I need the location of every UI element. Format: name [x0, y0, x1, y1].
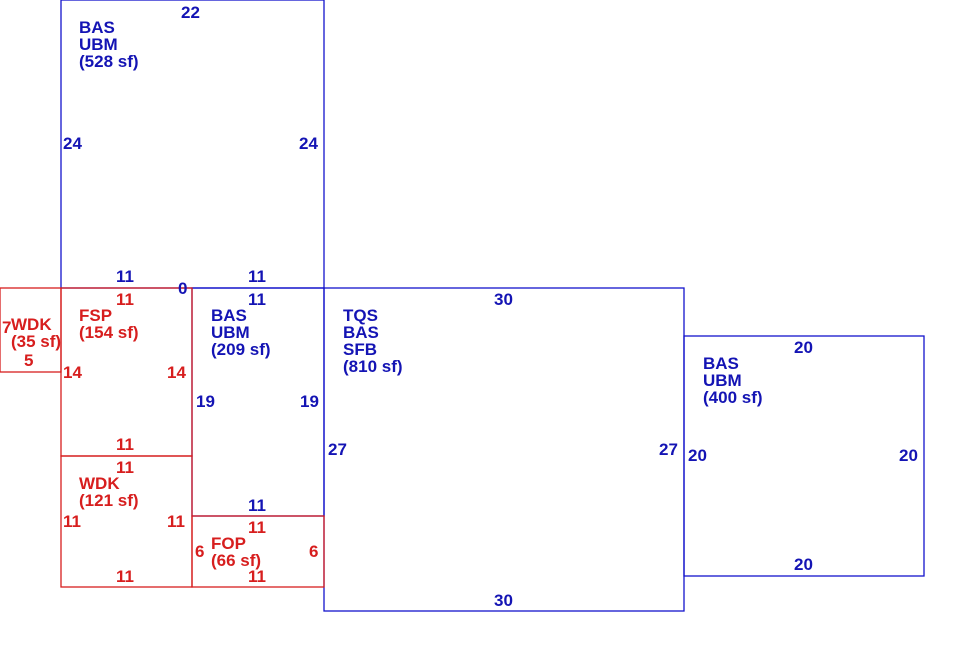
wdk-large-dim-bottom: 11 — [116, 567, 134, 586]
mid-bas-dim-bottom: 11 — [248, 496, 266, 515]
upper-bas-area: (528 sf) — [79, 52, 139, 71]
wdk-large-code: WDK — [79, 474, 120, 493]
wdk-small-dim-side: 7 — [2, 318, 11, 337]
right-bas-dim-top: 20 — [794, 338, 813, 357]
upper-bas-code-2: UBM — [79, 35, 118, 54]
mid-bas-area: (209 sf) — [211, 340, 271, 359]
wdk-large-dim-top: 11 — [116, 458, 134, 477]
fop-outline — [191, 515, 325, 588]
fsp-dim-right: 14 — [167, 363, 186, 382]
fop-dim-bottom: 11 — [248, 567, 266, 586]
fsp-area: (154 sf) — [79, 323, 139, 342]
tqs-code-3: SFB — [343, 340, 377, 359]
zero-dim: 0 — [178, 279, 187, 298]
fsp-code: FSP — [79, 306, 112, 325]
mid-bas-dim-right: 19 — [300, 392, 319, 411]
right-bas-dim-bottom: 20 — [794, 555, 813, 574]
mid-bas-code-2: UBM — [211, 323, 250, 342]
tqs-code-1: TQS — [343, 306, 378, 325]
upper-bas-dim-left: 24 — [63, 134, 82, 153]
upper-bas-dim-bottom-left: 11 — [116, 267, 134, 286]
wdk-small-dim-bottom: 5 — [24, 351, 33, 370]
tqs-dim-top: 30 — [494, 290, 513, 309]
upper-bas-dim-top: 22 — [181, 3, 200, 22]
upper-bas-dim-right: 24 — [299, 134, 318, 153]
right-bas-outline — [683, 335, 925, 577]
right-bas-code-1: BAS — [703, 354, 739, 373]
fop-area: (66 sf) — [211, 551, 261, 570]
wdk-small-area: (35 sf) — [11, 332, 61, 351]
upper-bas-dim-bottom-right: 11 — [248, 267, 266, 286]
upper-bas-code-1: BAS — [79, 18, 115, 37]
wdk-large-area: (121 sf) — [79, 491, 139, 510]
mid-bas-code-1: BAS — [211, 306, 247, 325]
fop-dim-right: 6 — [309, 542, 318, 561]
right-bas-dim-left: 20 — [688, 446, 707, 465]
fsp-dim-bottom: 11 — [116, 435, 134, 454]
fsp-dim-left: 14 — [63, 363, 82, 382]
tqs-dim-left: 27 — [328, 440, 347, 459]
fop-code: FOP — [211, 534, 246, 553]
tqs-area: (810 sf) — [343, 357, 403, 376]
wdk-large-dim-right: 11 — [167, 512, 185, 531]
mid-bas-dim-top: 11 — [248, 290, 266, 309]
right-bas-code-2: UBM — [703, 371, 742, 390]
wdk-small-code: WDK — [11, 315, 52, 334]
tqs-dim-right: 27 — [659, 440, 678, 459]
tqs-code-2: BAS — [343, 323, 379, 342]
fsp-dim-top: 11 — [116, 290, 134, 309]
fop-dim-left: 6 — [195, 542, 204, 561]
right-bas-dim-right: 20 — [899, 446, 918, 465]
tqs-dim-bottom: 30 — [494, 591, 513, 610]
fop-dim-top: 11 — [248, 518, 266, 537]
mid-bas-dim-left: 19 — [196, 392, 215, 411]
wdk-large-dim-left: 11 — [63, 512, 81, 531]
right-bas-area: (400 sf) — [703, 388, 763, 407]
